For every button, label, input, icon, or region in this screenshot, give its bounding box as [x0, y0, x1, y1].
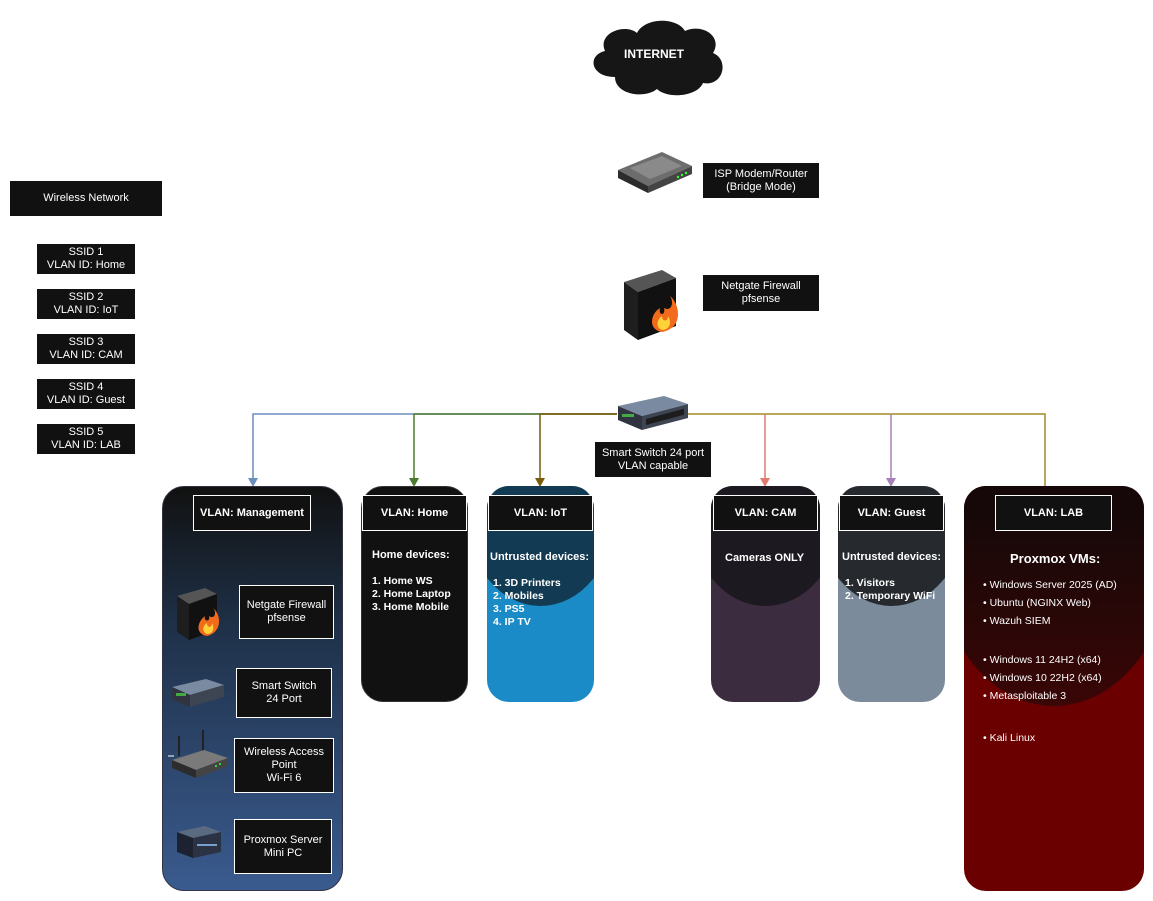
mgmt-switch-icon — [170, 677, 226, 709]
vlan-iot-list: 1. 3D Printers 2. Mobiles 3. PS5 4. IP T… — [493, 577, 561, 629]
vlan-lab-group-3: • Kali Linux — [983, 729, 1035, 747]
firewall-label: Netgate Firewall pfsense — [703, 275, 819, 311]
vlan-home-title: VLAN: Home — [362, 495, 467, 531]
vlan-lab-column — [964, 486, 1144, 891]
mgmt-access-point-label: Wireless Access Point Wi-Fi 6 — [234, 738, 334, 793]
switch-label: Smart Switch 24 port VLAN capable — [595, 442, 711, 477]
ssid-2: SSID 2 VLAN ID: IoT — [37, 289, 135, 319]
list-item: 1. Visitors — [845, 577, 895, 589]
mgmt-server-icon — [175, 824, 223, 860]
vlan-management-title: VLAN: Management — [193, 495, 311, 531]
modem-icon — [616, 148, 694, 194]
vlan-lab-group-1: • Windows Server 2025 (AD) • Ubuntu (NGI… — [983, 576, 1117, 630]
list-item: • Windows 10 22H2 (x64) — [983, 672, 1102, 684]
list-item: • Metasploitable 3 — [983, 690, 1067, 702]
vlan-lab-group-2: • Windows 11 24H2 (x64) • Windows 10 22H… — [983, 651, 1102, 705]
wireless-network-title: Wireless Network — [10, 181, 162, 216]
vlan-iot-heading: Untrusted devices: — [490, 551, 590, 563]
vlan-home-heading: Home devices: — [372, 549, 450, 561]
internet-label: INTERNET — [624, 47, 684, 61]
ssid-1: SSID 1 VLAN ID: Home — [37, 244, 135, 274]
vlan-guest-heading: Untrusted devices: — [842, 551, 942, 563]
mgmt-switch-label: Smart Switch 24 Port — [236, 668, 332, 718]
list-item: • Wazuh SIEM — [983, 615, 1051, 627]
list-item: 2. Temporary WiFi — [845, 590, 936, 602]
modem-label: ISP Modem/Router (Bridge Mode) — [703, 163, 819, 198]
list-item: 1. Home WS — [372, 575, 433, 587]
mgmt-firewall-icon — [175, 586, 223, 642]
list-item: 1. 3D Printers — [493, 577, 561, 589]
mgmt-server-label: Proxmox Server Mini PC — [234, 819, 332, 874]
vlan-guest-title: VLAN: Guest — [839, 495, 944, 531]
vlan-lab-title: VLAN: LAB — [995, 495, 1112, 531]
ssid-4: SSID 4 VLAN ID: Guest — [37, 379, 135, 409]
ssid-3: SSID 3 VLAN ID: CAM — [37, 334, 135, 364]
vlan-cam-title: VLAN: CAM — [713, 495, 818, 531]
list-item: 2. Mobiles — [493, 590, 544, 602]
mgmt-firewall-label: Netgate Firewall pfsense — [239, 585, 334, 639]
list-item: 2. Home Laptop — [372, 588, 451, 600]
vlan-lab-heading: Proxmox VMs: — [1010, 551, 1101, 566]
internet-cloud: INTERNET — [585, 15, 725, 97]
cloud-icon — [593, 20, 723, 96]
list-item: • Kali Linux — [983, 732, 1036, 744]
firewall-icon — [622, 268, 684, 342]
vlan-cam-heading: Cameras ONLY — [725, 552, 805, 564]
list-item: 3. Home Mobile — [372, 601, 450, 613]
switch-icon — [616, 394, 690, 434]
vlan-home-list: 1. Home WS 2. Home Laptop 3. Home Mobile — [372, 575, 451, 614]
vlan-iot-title: VLAN: IoT — [488, 495, 593, 531]
mgmt-access-point-icon — [168, 730, 230, 780]
list-item: 4. IP TV — [493, 616, 531, 628]
list-item: • Ubuntu (NGINX Web) — [983, 597, 1091, 609]
ssid-5: SSID 5 VLAN ID: LAB — [37, 424, 135, 454]
list-item: 3. PS5 — [493, 603, 525, 615]
list-item: • Windows Server 2025 (AD) — [983, 579, 1117, 591]
list-item: • Windows 11 24H2 (x64) — [983, 654, 1101, 666]
vlan-guest-list: 1. Visitors 2. Temporary WiFi — [845, 577, 935, 603]
